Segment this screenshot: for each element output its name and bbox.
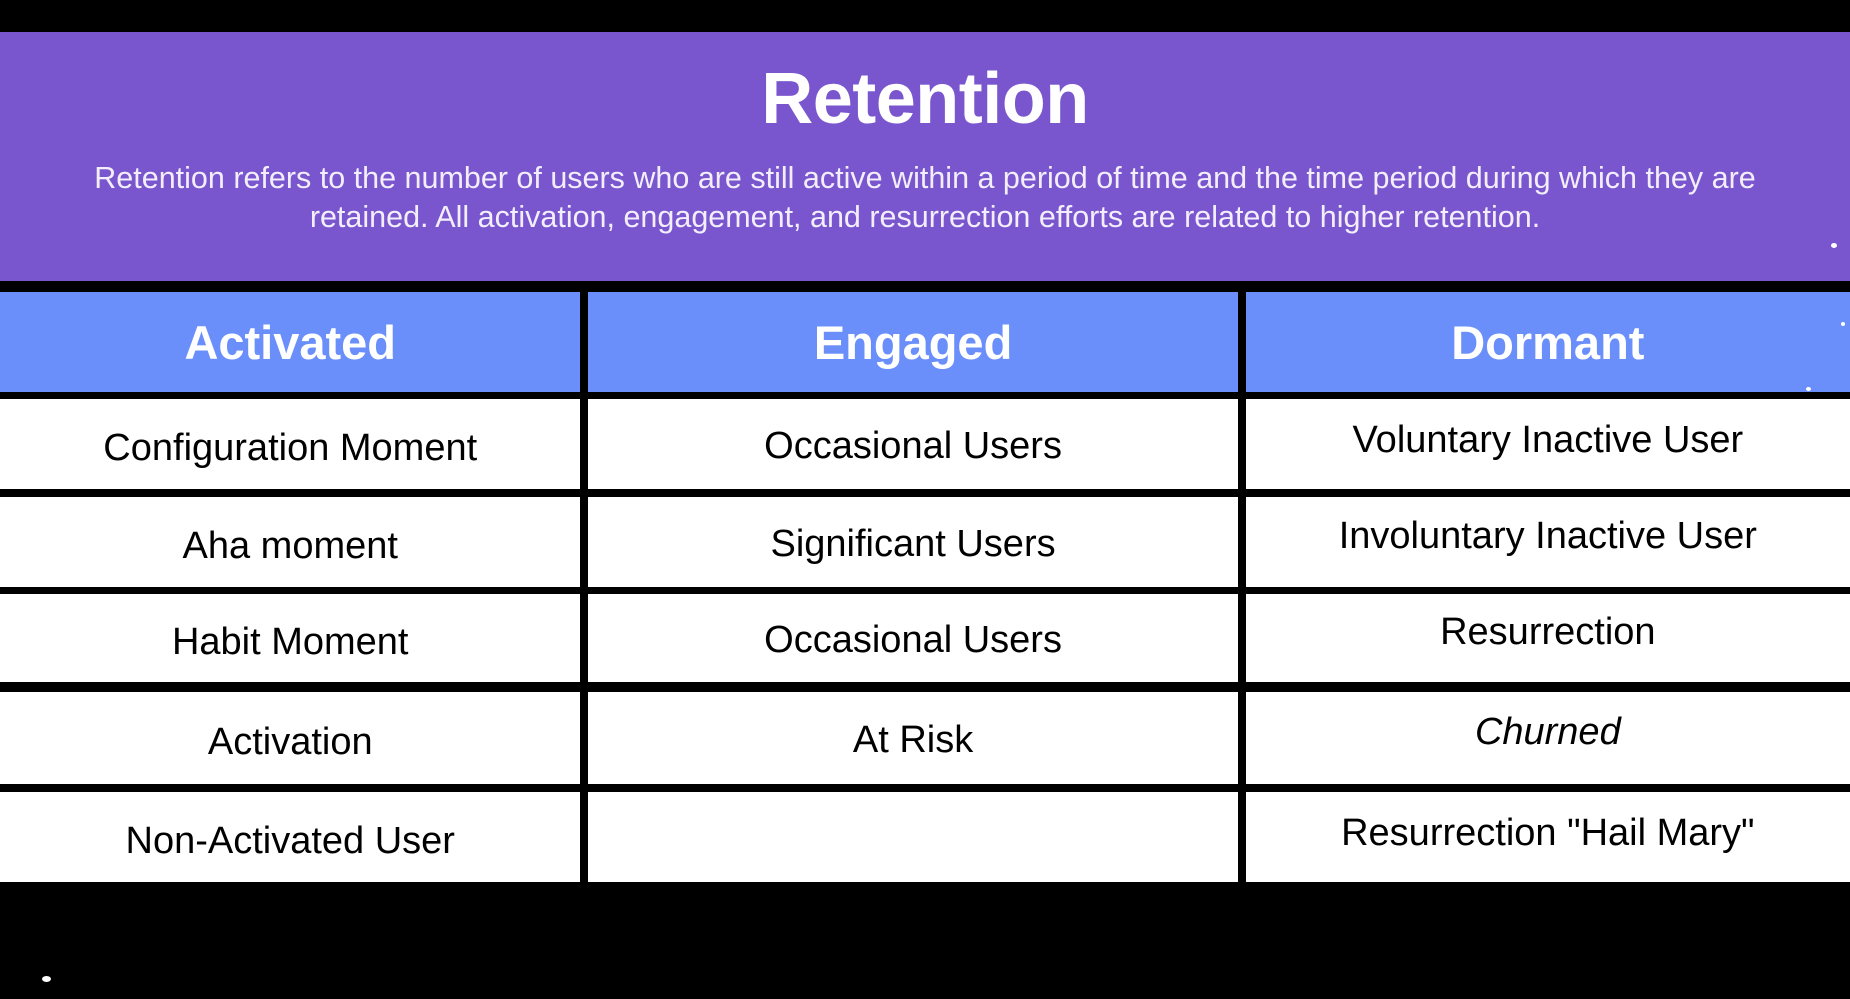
table-row: Activation At Risk Churned (0, 692, 1850, 784)
retention-stages-table: Activated Engaged Dormant Configuration … (0, 292, 1850, 882)
cell-engaged-4[interactable]: At Risk (588, 692, 1238, 784)
cell-activated-3[interactable]: Habit Moment (0, 594, 581, 682)
cell-activated-5[interactable]: Non-Activated User (0, 792, 581, 882)
column-header-dormant[interactable]: Dormant (1245, 292, 1850, 392)
column-divider (580, 292, 589, 392)
column-divider (1237, 292, 1246, 392)
row-divider (0, 587, 1850, 594)
table-header-row: Activated Engaged Dormant (0, 292, 1850, 392)
cell-dormant-3[interactable]: Resurrection (1245, 594, 1850, 682)
page-description: Retention refers to the number of users … (94, 160, 1756, 234)
column-divider (580, 692, 589, 784)
table-row: Non-Activated User Resurrection "Hail Ma… (0, 792, 1850, 882)
column-divider (1237, 692, 1246, 784)
page-title: Retention (761, 59, 1089, 139)
column-divider (580, 594, 589, 682)
cell-engaged-1[interactable]: Occasional Users (588, 399, 1238, 489)
cell-dormant-4[interactable]: Churned (1245, 692, 1850, 784)
table-row: Aha moment Significant Users Involuntary… (0, 497, 1850, 587)
column-divider (1237, 792, 1246, 882)
cell-dormant-1[interactable]: Voluntary Inactive User (1245, 399, 1850, 489)
column-divider (580, 497, 589, 587)
cell-activated-4[interactable]: Activation (0, 692, 581, 784)
column-divider (1237, 399, 1246, 489)
column-divider (1237, 594, 1246, 682)
table-row: Habit Moment Occasional Users Resurrecti… (0, 594, 1850, 682)
top-letterbox-bar (0, 0, 1850, 32)
column-header-engaged[interactable]: Engaged (588, 292, 1238, 392)
row-divider (0, 489, 1850, 497)
retention-hero-banner: Retention Retention refers to the number… (0, 32, 1850, 281)
cell-dormant-2[interactable]: Involuntary Inactive User (1245, 497, 1850, 587)
column-divider (1237, 497, 1246, 587)
cell-engaged-5[interactable] (588, 792, 1238, 882)
cell-activated-1[interactable]: Configuration Moment (0, 399, 581, 489)
cell-activated-2[interactable]: Aha moment (0, 497, 581, 587)
table-row: Configuration Moment Occasional Users Vo… (0, 399, 1850, 489)
cell-engaged-2[interactable]: Significant Users (588, 497, 1238, 587)
row-divider (0, 682, 1850, 692)
column-divider (580, 399, 589, 489)
row-divider (0, 392, 1850, 399)
cell-engaged-3[interactable]: Occasional Users (588, 594, 1238, 682)
column-divider (580, 792, 589, 882)
column-header-activated[interactable]: Activated (0, 292, 581, 392)
row-divider (0, 784, 1850, 792)
cell-dormant-5[interactable]: Resurrection "Hail Mary" (1245, 792, 1850, 882)
bottom-letterbox-bar (0, 956, 1850, 999)
